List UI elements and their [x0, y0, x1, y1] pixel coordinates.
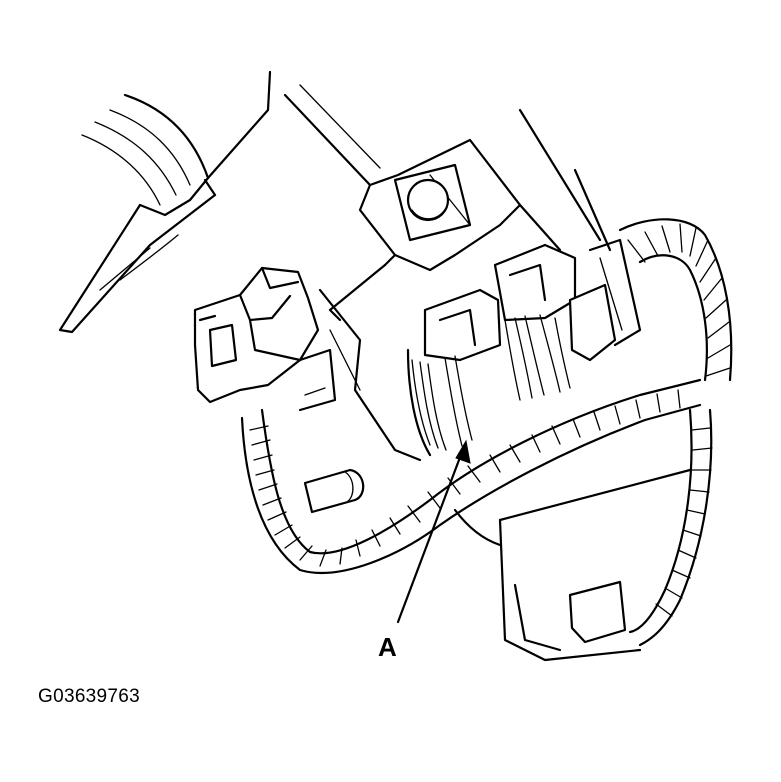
corrugated-harness [240, 378, 702, 574]
figure-id: G03639763 [38, 686, 141, 707]
right-upper-harness [618, 218, 733, 382]
wire-strands [406, 314, 571, 457]
main-connector-block [423, 238, 642, 362]
callout-leader [396, 439, 471, 624]
callout-label-a: A [378, 632, 397, 662]
left-connector [193, 266, 337, 412]
mounting-bolt [393, 163, 472, 242]
right-lower-harness [628, 408, 713, 647]
steering-column-panel [58, 70, 272, 334]
harness-stub [303, 468, 365, 514]
control-unit-box [453, 468, 692, 662]
